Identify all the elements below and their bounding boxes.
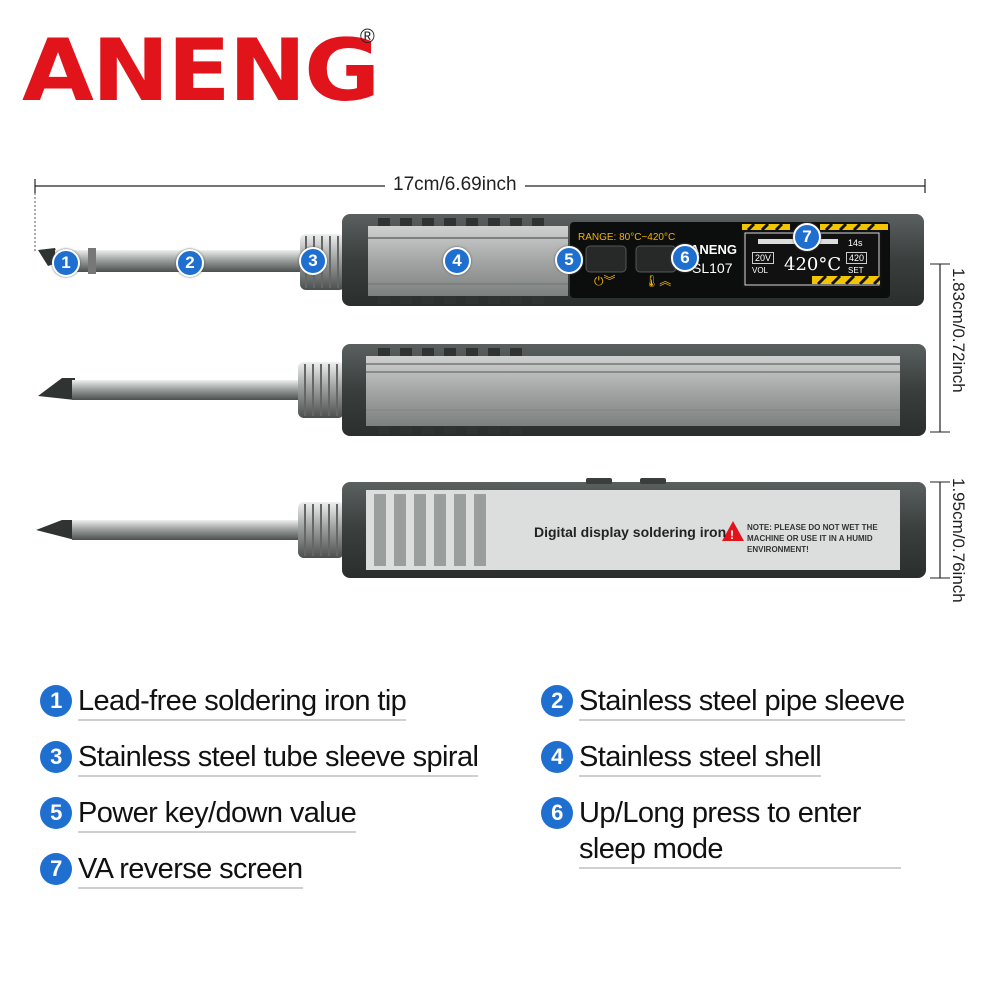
feature-3-text: Stainless steel tube sleeve spiral (78, 739, 479, 777)
feature-6: 6 Up/Long press to enter sleep mode (541, 795, 901, 869)
feature-2-number: 2 (541, 685, 573, 717)
callout-1: 1 (52, 249, 80, 277)
feature-7: 7 VA reverse screen (40, 851, 303, 889)
temperature-readout: 420°C (784, 254, 842, 275)
feature-1-text: Lead-free soldering iron tip (78, 683, 407, 721)
registered-mark: ® (360, 26, 375, 48)
feature-1-number: 1 (40, 685, 72, 717)
power-icon: ⏻︾ (594, 274, 616, 288)
feature-4-text: Stainless steel shell (579, 739, 822, 777)
length-dimension-label: 17cm/6.69inch (385, 174, 525, 196)
set-value: 420 (846, 252, 868, 264)
callout-6: 6 (671, 244, 699, 272)
feature-7-text: VA reverse screen (78, 851, 303, 889)
feature-5-text: Power key/down value (78, 795, 357, 833)
callout-3: 3 (299, 247, 327, 275)
brand-logo: ANENG (22, 21, 380, 121)
feature-2: 2 Stainless steel pipe sleeve (541, 683, 905, 721)
timer-readout: 14s (848, 238, 863, 248)
svg-text:!: ! (730, 528, 734, 542)
feature-3: 3 Stainless steel tube sleeve spiral (40, 739, 479, 777)
feature-4: 4 Stainless steel shell (541, 739, 822, 777)
set-label: SET (848, 266, 864, 275)
feature-6-number: 6 (541, 797, 573, 829)
feature-7-number: 7 (40, 853, 72, 885)
feature-3-number: 3 (40, 741, 72, 773)
feature-2-text: Stainless steel pipe sleeve (579, 683, 905, 721)
voltage-readout: 20V (752, 252, 775, 264)
feature-5: 5 Power key/down value (40, 795, 357, 833)
range-text: RANGE: 80°C~420°C (578, 232, 676, 243)
temp-up-icon: 🌡︽ (644, 274, 672, 288)
callout-7: 7 (793, 223, 821, 251)
panel-brand: ANENG (690, 242, 737, 257)
callout-5: 5 (555, 246, 583, 274)
vol-label: VOL (752, 266, 769, 275)
feature-6-text: Up/Long press to enter sleep mode (579, 795, 901, 869)
feature-5-number: 5 (40, 797, 72, 829)
back-label: Digital display soldering iron (534, 524, 727, 540)
model-label: SL107 (692, 260, 733, 276)
feature-4-number: 4 (541, 741, 573, 773)
callout-4: 4 (443, 247, 471, 275)
callout-2: 2 (176, 249, 204, 277)
warning-text: NOTE: PLEASE DO NOT WET THE MACHINE OR U… (747, 523, 878, 554)
feature-1: 1 Lead-free soldering iron tip (40, 683, 407, 721)
